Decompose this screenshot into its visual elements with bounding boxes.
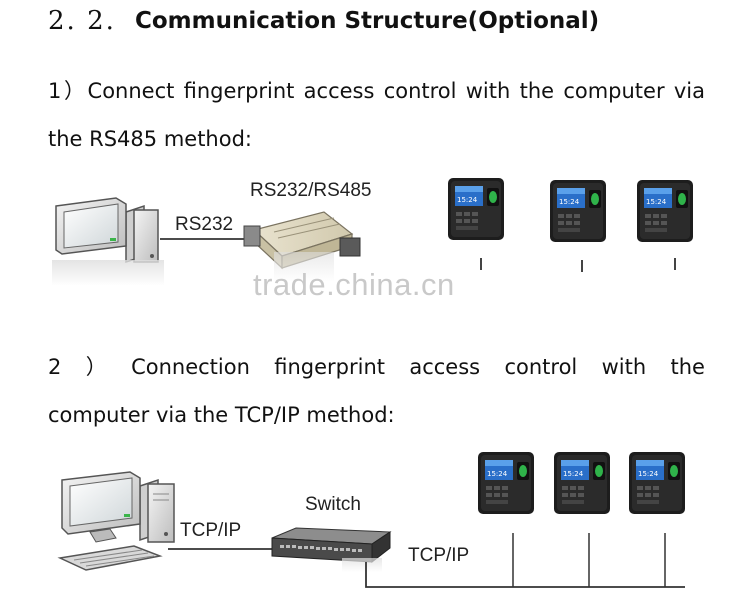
word: access — [409, 355, 481, 379]
tcpip-bus-line — [365, 562, 685, 588]
device-screen-time: 15:24 — [638, 470, 659, 478]
section-number: 2. 2. — [48, 6, 116, 36]
watermark: trade.china.cn — [253, 267, 455, 302]
computer-icon — [57, 471, 175, 571]
rs232-label: RS232 — [175, 214, 234, 235]
switch-label: Switch — [305, 494, 361, 515]
device-screen-time: 15:24 — [646, 198, 667, 206]
paragraph-tcpip-line2: computer via the TCP/IP method: — [48, 403, 395, 427]
paragraph-rs485: 1）Connect fingerprint access control wit… — [48, 79, 705, 151]
fingerprint-terminal-icon: 15:24 — [554, 452, 610, 514]
word: control — [504, 355, 578, 379]
tcpip-label-bus: TCP/IP — [408, 545, 470, 566]
word: with — [601, 355, 647, 379]
converter-label: RS232/RS485 — [250, 180, 372, 201]
device-screen-time: 15:24 — [563, 470, 584, 478]
word: fingerprint — [274, 355, 385, 379]
section-title: Communication Structure(Optional) — [135, 8, 600, 34]
fingerprint-terminal-icon: 15:24 — [478, 452, 534, 514]
word: the — [670, 355, 705, 379]
word: 2 — [48, 355, 62, 379]
word: Connection — [131, 355, 250, 379]
word: ） — [85, 355, 107, 379]
device-screen-time: 15:24 — [559, 198, 580, 206]
computer-icon — [52, 197, 164, 286]
paragraph-tcpip: 2 ） Connection fingerprint access contro… — [48, 343, 705, 439]
rs232-rs485-converter-icon — [243, 211, 361, 282]
fingerprint-terminal-icon: 15:24 — [637, 180, 693, 242]
paragraph-tcpip-line1: 2 ） Connection fingerprint access contro… — [48, 343, 705, 391]
device-screen-time: 15:24 — [457, 196, 478, 204]
fingerprint-terminal-icon: 15:24 — [448, 178, 504, 240]
device-screen-time: 15:24 — [487, 470, 508, 478]
fingerprint-terminal-icon: 15:24 — [629, 452, 685, 514]
network-switch-icon — [271, 527, 392, 572]
fingerprint-terminal-icon: 15:24 — [550, 180, 606, 242]
tcpip-label-computer: TCP/IP — [180, 520, 242, 541]
